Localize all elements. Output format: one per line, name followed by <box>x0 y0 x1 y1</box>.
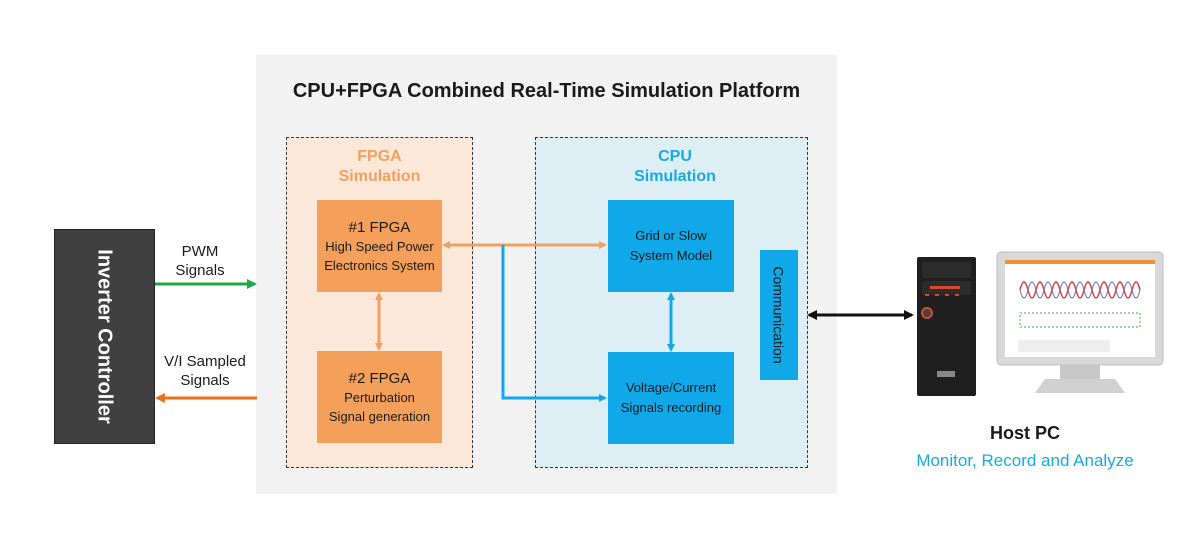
signal-recording-line1: Voltage/Current <box>625 380 717 395</box>
monitor-icon <box>996 251 1164 393</box>
fpga-zone-title-line1: FPGA <box>357 148 402 165</box>
cpu-zone-title: CPU Simulation <box>535 147 815 187</box>
host-pc-subtitle: Monitor, Record and Analyze <box>916 451 1134 470</box>
cpu-zone-title-line1: CPU <box>658 148 692 165</box>
grid-model-block: Grid or Slow System Model <box>608 200 734 292</box>
pwm-label-line1: PWM <box>181 243 219 260</box>
signal-recording-line2: Signals recording <box>620 400 722 415</box>
vi-label-line1: V/I Sampled <box>164 353 246 370</box>
vi-sampled-signals-label: V/I Sampled Signals <box>150 352 260 390</box>
grid-model-line1: Grid or Slow <box>635 228 707 243</box>
vi-label-line2: Signals <box>180 372 230 389</box>
platform-title: CPU+FPGA Combined Real-Time Simulation P… <box>292 80 801 102</box>
fpga2-title: #2 FPGA <box>348 369 411 387</box>
signal-recording-block: Voltage/Current Signals recording <box>608 352 734 444</box>
pwm-label-line2: Signals <box>175 262 225 279</box>
pc-tower-icon <box>917 257 976 396</box>
fpga-recording-feed-arrow <box>501 245 607 402</box>
host-pc-title: Host PC <box>989 423 1060 443</box>
fpga2-line2: Signal generation <box>328 408 431 424</box>
communication-block <box>760 250 798 380</box>
fpga1-block: #1 FPGA High Speed Power Electronics Sys… <box>317 200 442 292</box>
fpga2-block: #2 FPGA Perturbation Signal generation <box>317 351 442 443</box>
fpga-zone-title: FPGA Simulation <box>286 147 473 187</box>
fpga1-line2: Electronics System <box>324 257 435 273</box>
cpu-zone-title-line2: Simulation <box>634 168 716 185</box>
inverter-controller-block <box>54 229 155 444</box>
fpga-zone-title-line2: Simulation <box>338 168 421 185</box>
fpga1-title: #1 FPGA <box>348 218 411 236</box>
pwm-signals-label: PWM Signals <box>160 242 240 280</box>
grid-model-line2: System Model <box>629 248 713 263</box>
fpga1-line1: High Speed Power <box>325 238 434 254</box>
fpga2-line1: Perturbation <box>344 389 415 405</box>
